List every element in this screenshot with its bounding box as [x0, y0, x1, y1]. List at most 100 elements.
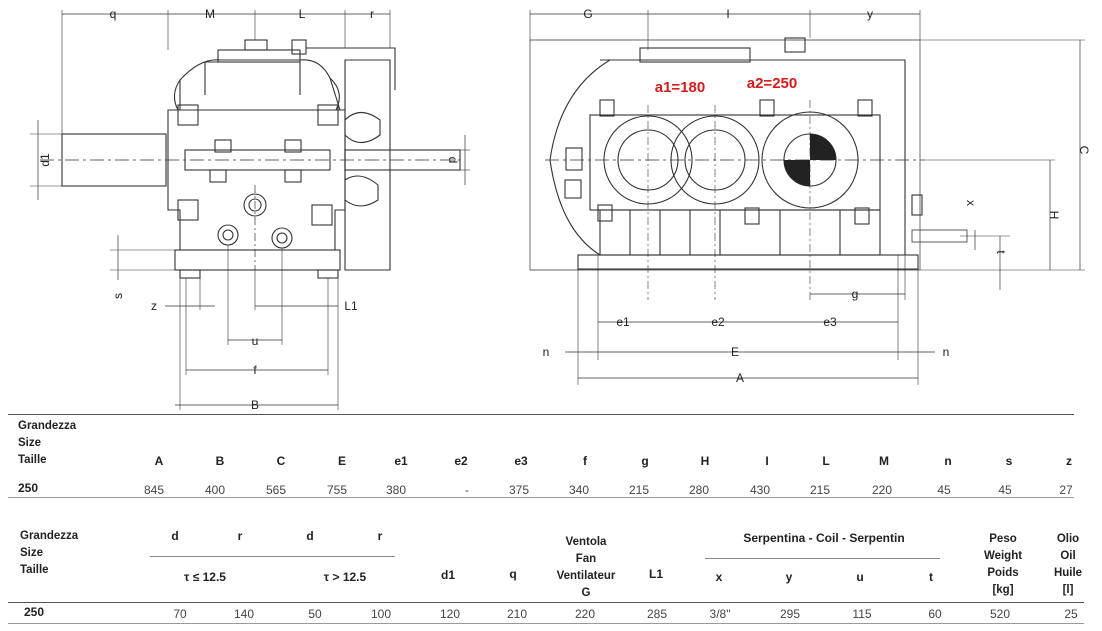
table1-top-rule: [8, 414, 1074, 415]
table2-header-rule: [8, 602, 1084, 603]
table1-bottom-rule: [8, 497, 1074, 498]
label-d: d: [446, 157, 460, 164]
table2-col-x: x: [715, 570, 723, 584]
label-n-right: n: [943, 345, 950, 359]
table2-cell: 520: [989, 607, 1011, 621]
table2-cell: 210: [506, 607, 528, 621]
table2-oil-en: Oil: [1060, 550, 1076, 562]
table2-col-d1: d1: [440, 568, 455, 582]
label-G: G: [583, 7, 592, 21]
table1-cell: 845: [143, 483, 165, 497]
table1-cell: 45: [937, 483, 951, 497]
table1-cell: 215: [809, 483, 831, 497]
label-E: E: [731, 345, 739, 359]
table2-col-weight: Peso Weight Poids [kg]: [973, 531, 1033, 599]
table1-header-it: Grandezza: [18, 420, 77, 432]
table2-cell: 140: [233, 607, 255, 621]
table1-col-s: s: [1005, 454, 1013, 468]
label-e3: e3: [823, 315, 837, 329]
label-q: q: [110, 7, 117, 21]
table2-cond-low: τ ≤ 12.5: [184, 570, 226, 584]
label-M: M: [205, 7, 215, 21]
table2-group-rule: [150, 556, 395, 557]
label-n-left: n: [543, 345, 550, 359]
table2-col-fan: Ventola Fan Ventilateur G: [545, 534, 627, 602]
label-B: B: [251, 398, 259, 410]
table2-weight-unit: [kg]: [992, 584, 1014, 596]
label-x: x: [964, 200, 978, 206]
table1-col-g: g: [641, 454, 649, 468]
table2-cond-high: τ > 12.5: [323, 570, 367, 584]
table1-cell: 340: [568, 483, 590, 497]
label-C: C: [1077, 146, 1091, 155]
side-view: [30, 10, 470, 410]
table1-cell: 45: [998, 483, 1012, 497]
table2-cell: 220: [574, 607, 596, 621]
table2-coil-rule: [705, 558, 940, 559]
label-u: u: [252, 334, 259, 348]
table2-coil-title: Serpentina - Coil - Serpentin: [743, 531, 905, 545]
table2-bottom-rule: [8, 623, 1084, 624]
table2-fan-symbol: G: [581, 587, 591, 599]
table2-col-oil: Olio Oil Huile [l]: [1040, 531, 1096, 599]
table1-row-size: 250: [18, 481, 39, 495]
output-shaft-symbol: [784, 134, 836, 186]
table2-header-fr: Taille: [20, 564, 49, 576]
table2-cell: 60: [928, 607, 942, 621]
table2-fan-fr: Ventilateur: [556, 570, 616, 582]
table1-cell: 755: [326, 483, 348, 497]
table1-col-H: H: [700, 454, 710, 468]
table2-col-d-low: d: [171, 529, 179, 543]
table1-col-M: M: [879, 454, 889, 468]
table1-col-f: f: [583, 454, 587, 468]
table1-cell: 565: [265, 483, 287, 497]
table1-col-I: I: [765, 454, 769, 468]
table2-cell: 285: [646, 607, 668, 621]
gearbox-technical-drawing: q M L r d1 d s z L1 u f B G I y C H x t …: [30, 7, 1091, 410]
label-A: A: [736, 371, 744, 385]
table2-weight-fr: Poids: [987, 567, 1019, 579]
table2-cell: 25: [1064, 607, 1078, 621]
table2-col-d-high: d: [306, 529, 314, 543]
table1-cell: 375: [508, 483, 530, 497]
label-L1: L1: [344, 299, 358, 313]
table2-col-y: y: [785, 570, 793, 584]
table2-oil-unit: [l]: [1062, 584, 1074, 596]
table1-col-E: E: [337, 454, 346, 468]
table2-row-header: Grandezza Size Taille: [20, 528, 78, 579]
table1-header-fr: Taille: [18, 454, 47, 466]
table1-header-en: Size: [18, 437, 42, 449]
front-view: [529, 10, 1085, 385]
label-L: L: [299, 7, 306, 21]
table2-fan-en: Fan: [575, 553, 597, 565]
table1-col-z: z: [1066, 454, 1072, 468]
label-H: H: [1047, 211, 1061, 220]
table2-header-it: Grandezza: [20, 530, 79, 542]
table1-col-e2: e2: [454, 454, 468, 468]
table1-col-n: n: [944, 454, 952, 468]
label-I: I: [726, 7, 729, 21]
table2-cell: 120: [439, 607, 461, 621]
label-e1: e1: [616, 315, 630, 329]
table2-col-r-high: r: [377, 529, 383, 543]
table2-oil-it: Olio: [1056, 533, 1080, 545]
table1-cell: 220: [871, 483, 893, 497]
table1-cell: 380: [385, 483, 407, 497]
label-s: s: [111, 293, 125, 299]
label-d1: d1: [38, 153, 52, 167]
table2-row-size: 250: [24, 605, 45, 619]
table1-cell: 280: [688, 483, 710, 497]
table2-col-t: t: [929, 570, 933, 584]
table2-weight-en: Weight: [983, 550, 1023, 562]
annotation-a1: a1=180: [655, 79, 705, 96]
table2-col-q: q: [509, 567, 517, 581]
label-r: r: [370, 7, 374, 21]
table2-header-en: Size: [20, 547, 44, 559]
table1-col-A: A: [154, 454, 164, 468]
table2-cell: 70: [173, 607, 187, 621]
table1-col-B: B: [215, 454, 225, 468]
table1-cell: 215: [628, 483, 650, 497]
table2-fan-it: Ventola: [565, 536, 607, 548]
table1-cell: 27: [1059, 483, 1073, 497]
annotation-a2: a2=250: [747, 75, 797, 92]
